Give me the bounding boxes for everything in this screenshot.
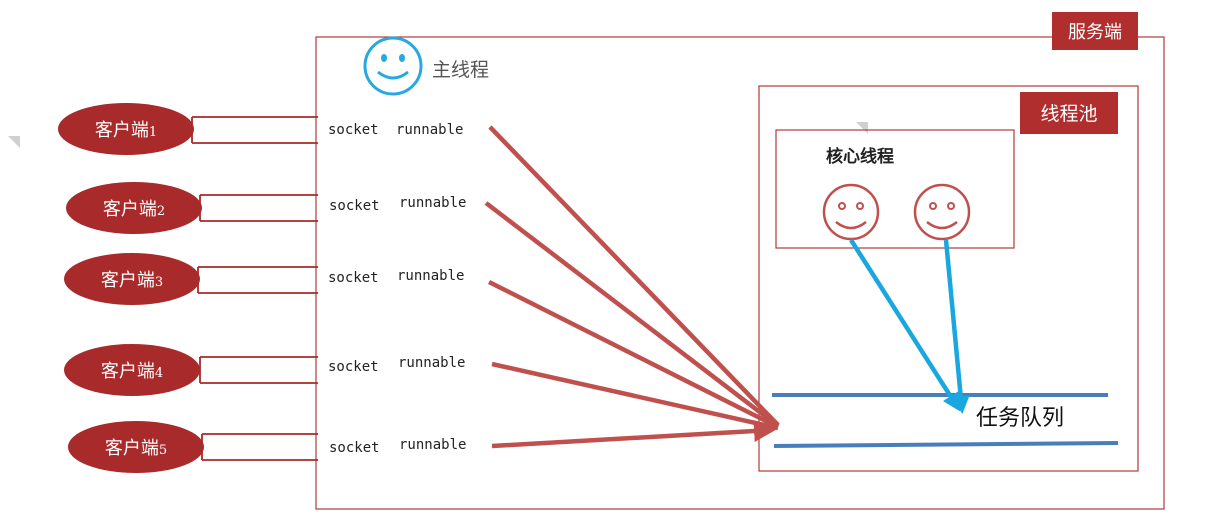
svg-text:客户端5: 客户端5 [105,438,167,459]
core-threads-label: 核心线程 [826,146,894,167]
client-3-index: 3 [155,275,163,290]
svg-text:客户端4: 客户端4 [101,361,163,382]
client-1-connector [191,116,318,144]
thread-pool-box [758,85,1139,472]
main-thread-label: 主线程 [432,59,489,81]
core-thread-1-arrow [849,238,961,412]
runnable-4-arrow [491,361,779,431]
corner-mark-mid [856,122,868,134]
main-thread-smiley-icon [363,36,423,96]
task-queue-bottom-line [773,441,1119,448]
server-label: 服务端 [1068,22,1122,43]
client-1-index: 1 [149,125,157,140]
client-1-node [58,103,194,155]
client-2: 客户端2 socket runnable [66,182,466,234]
client-1-socket-label: socket [328,122,379,138]
corner-mark-left [8,136,20,148]
client-5-connector [201,433,318,461]
client-2-index: 2 [157,204,165,219]
client-4: 客户端4 socket runnable [64,344,465,396]
svg-text:客户端3: 客户端3 [101,270,163,291]
core-threads-box [775,129,1015,249]
core-thread-2-smiley-icon [913,183,971,241]
client-5: 客户端5 socket runnable [68,421,466,473]
client-4-runnable-label: runnable [398,355,465,371]
client-2-node [66,182,202,234]
client-2-connector [199,194,318,222]
runnable-2-arrow [484,201,780,428]
client-5-runnable-label: runnable [399,437,466,453]
svg-text:客户端1: 客户端1 [95,120,157,141]
client-4-label: 客户端 [101,361,155,382]
thread-pool-label-box [1020,92,1118,134]
client-4-socket-label: socket [328,359,379,375]
client-5-label: 客户端 [105,438,159,459]
client-3-connector [197,266,318,294]
client-3: 客户端3 socket runnable [64,253,464,305]
server-box [315,36,1165,510]
client-4-connector [199,356,318,384]
client-3-socket-label: socket [328,270,379,286]
client-2-label: 客户端 [103,199,157,220]
client-4-index: 4 [155,366,163,381]
client-1-label: 客户端 [95,120,149,141]
client-2-socket-label: socket [329,198,380,214]
runnable-3-arrow [487,279,780,430]
client-2-runnable-label: runnable [399,195,466,211]
client-3-node [64,253,200,305]
client-5-index: 5 [159,443,167,458]
runnable-5-arrow [491,420,776,449]
client-5-socket-label: socket [329,440,380,456]
client-3-label: 客户端 [101,270,155,291]
client-5-node [68,421,204,473]
core-thread-2-arrow [943,239,970,414]
client-1-runnable-label: runnable [396,122,463,138]
thread-pool-label: 线程池 [1040,103,1097,125]
client-1: 客户端1 socket runnable [58,103,463,155]
runnable-1-arrow [488,125,780,427]
client-4-node [64,344,200,396]
core-thread-1-smiley-icon [822,183,880,241]
svg-text:客户端2: 客户端2 [103,199,165,220]
server-label-box [1052,12,1138,50]
client-3-runnable-label: runnable [397,268,464,284]
task-queue-label: 任务队列 [976,406,1064,431]
